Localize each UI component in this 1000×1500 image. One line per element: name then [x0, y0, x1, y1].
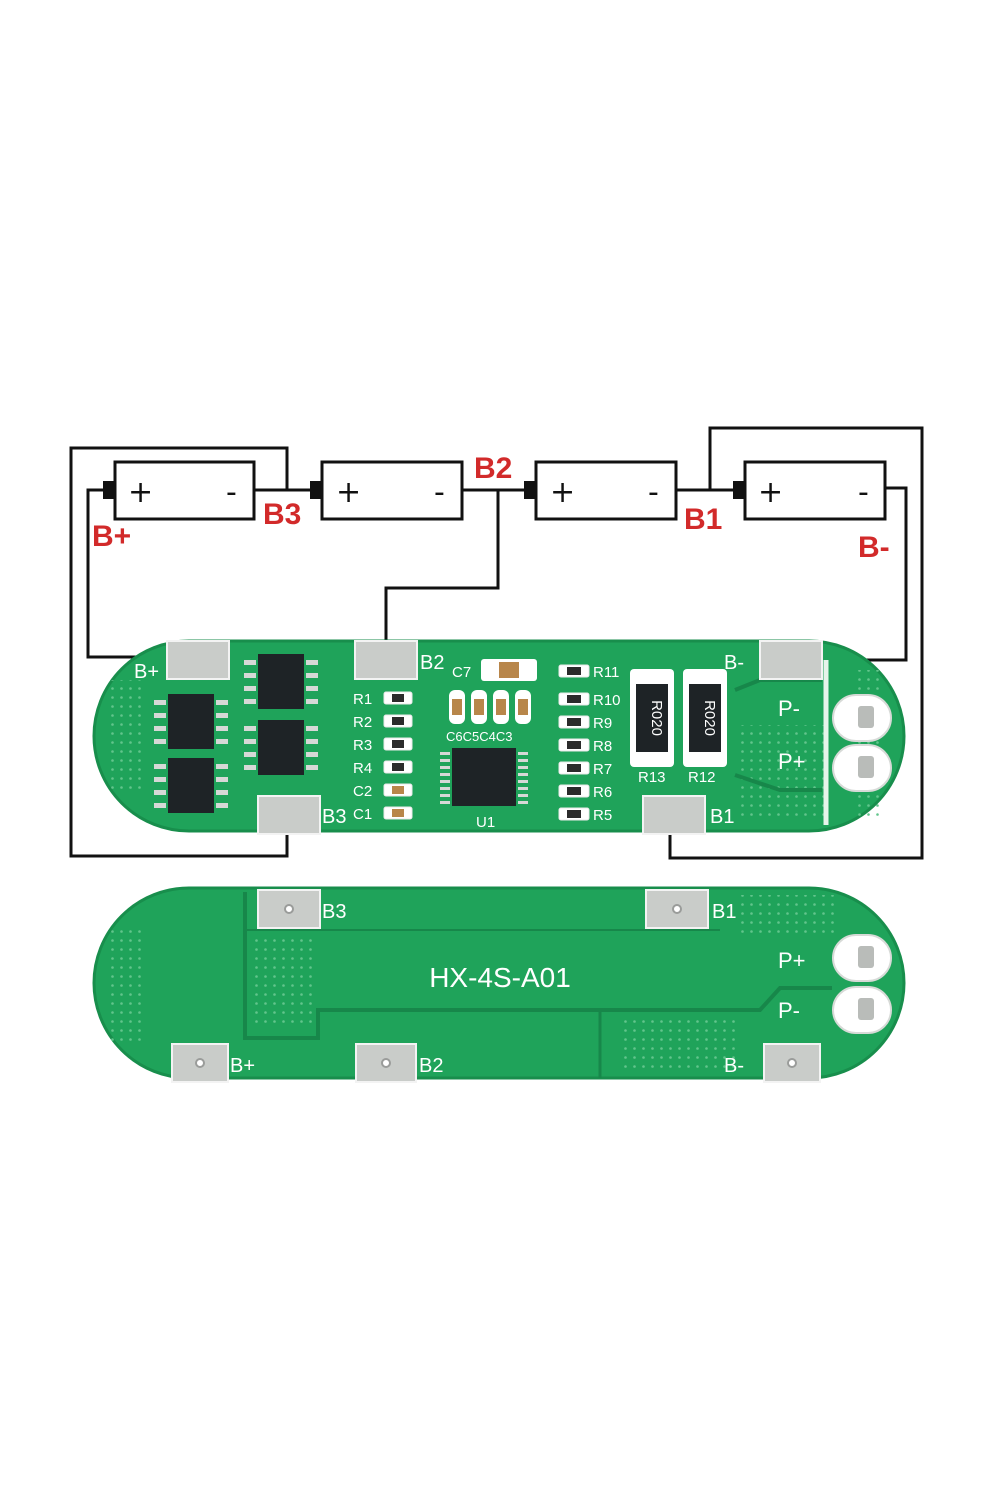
label-b2: B2	[474, 452, 512, 485]
silk-b3: B3	[322, 806, 346, 828]
silk-b2-bottom: B2	[419, 1055, 443, 1077]
silk-b3-bottom: B3	[322, 901, 346, 923]
silk-r2: R2	[353, 714, 372, 731]
silk-b1: B1	[710, 806, 734, 828]
label-b-plus: B+	[92, 520, 131, 553]
ic-u1	[440, 748, 528, 806]
mosfet-chips	[168, 654, 304, 813]
silk-b1-bottom: B1	[712, 901, 736, 923]
cell-plus-label: +	[550, 475, 575, 510]
cell-minus-label: -	[434, 475, 445, 510]
label-b-minus: B-	[858, 531, 890, 564]
silk-p-minus: P-	[778, 696, 800, 721]
silk-p-plus-bottom: P+	[778, 948, 806, 973]
shunt-resistors: R020 R020	[630, 669, 727, 767]
capacitor-row	[449, 690, 531, 724]
battery-cell-2: + -	[310, 460, 464, 521]
pad-b2	[354, 640, 418, 680]
mosfet-pins	[154, 660, 318, 808]
silk-r11: R11	[593, 664, 619, 681]
silk-r9: R9	[593, 715, 612, 732]
silk-b-plus-bottom: B+	[230, 1055, 255, 1077]
silk-u1: U1	[476, 814, 495, 831]
battery-cell-4: + -	[733, 460, 887, 521]
cell-minus-label: -	[226, 475, 237, 510]
silk-p-minus-bottom: P-	[778, 998, 800, 1023]
pad-b1	[642, 795, 706, 835]
pcb-bottom-side: HX-4S-A01 B3 B1 B+ B2 B- P+ P-	[92, 886, 906, 1083]
pad-b-plus	[166, 640, 230, 680]
battery-cell-1: + -	[103, 460, 256, 521]
silk-b-plus: B+	[134, 661, 159, 683]
silk-p-plus: P+	[778, 749, 806, 774]
battery-cell-3: + -	[524, 460, 678, 521]
cell-plus-label: +	[758, 475, 783, 510]
pad-b-minus	[759, 640, 823, 680]
silk-c1: C1	[353, 806, 372, 823]
wire-b2	[384, 490, 500, 660]
silk-r12: R12	[688, 769, 716, 786]
label-b1: B1	[684, 503, 722, 536]
wire-b1	[668, 426, 924, 860]
wire-b3	[69, 446, 289, 858]
silk-r1: R1	[353, 691, 372, 708]
pad-b3	[257, 795, 321, 835]
silk-r6: R6	[593, 784, 612, 801]
pad-b3-bottom	[257, 889, 321, 929]
silk-caps-row: C6C5C4C3	[446, 729, 512, 744]
silk-r8: R8	[593, 738, 612, 755]
silk-r4: R4	[353, 760, 372, 777]
cell-plus-label: +	[128, 475, 153, 510]
cell-plus-label: +	[336, 475, 361, 510]
silk-b-minus: B-	[724, 652, 744, 674]
silk-r7: R7	[593, 761, 612, 778]
silk-c2: C2	[353, 783, 372, 800]
cell-minus-label: -	[858, 475, 869, 510]
shunt-marking-r13: R020	[648, 700, 665, 736]
silk-r10: R10	[593, 692, 621, 709]
silk-r3: R3	[353, 737, 372, 754]
shunt-marking-r12: R020	[701, 700, 718, 736]
wiring-labels: B+ B3 B2 B1 B-	[92, 452, 890, 564]
board-model-label: HX-4S-A01	[429, 962, 571, 993]
silk-r5: R5	[593, 807, 612, 824]
top-silkscreen: B+ B2 B- B3 B1 P- P+ R1 R2 R3 R4 C2 C1 R…	[134, 652, 806, 831]
battery-cells: + - + - + - + -	[103, 460, 887, 521]
label-b3: B3	[263, 498, 301, 531]
silk-c7: C7	[452, 664, 471, 681]
cell-minus-label: -	[648, 475, 659, 510]
silk-r13: R13	[638, 769, 666, 786]
silk-b2: B2	[420, 652, 444, 674]
silk-b-minus-bottom: B-	[724, 1055, 744, 1077]
pcb-top-side: R020 R020 B+ B2 B- B3 B1 P- P+ R1 R2 R3 …	[92, 639, 906, 835]
